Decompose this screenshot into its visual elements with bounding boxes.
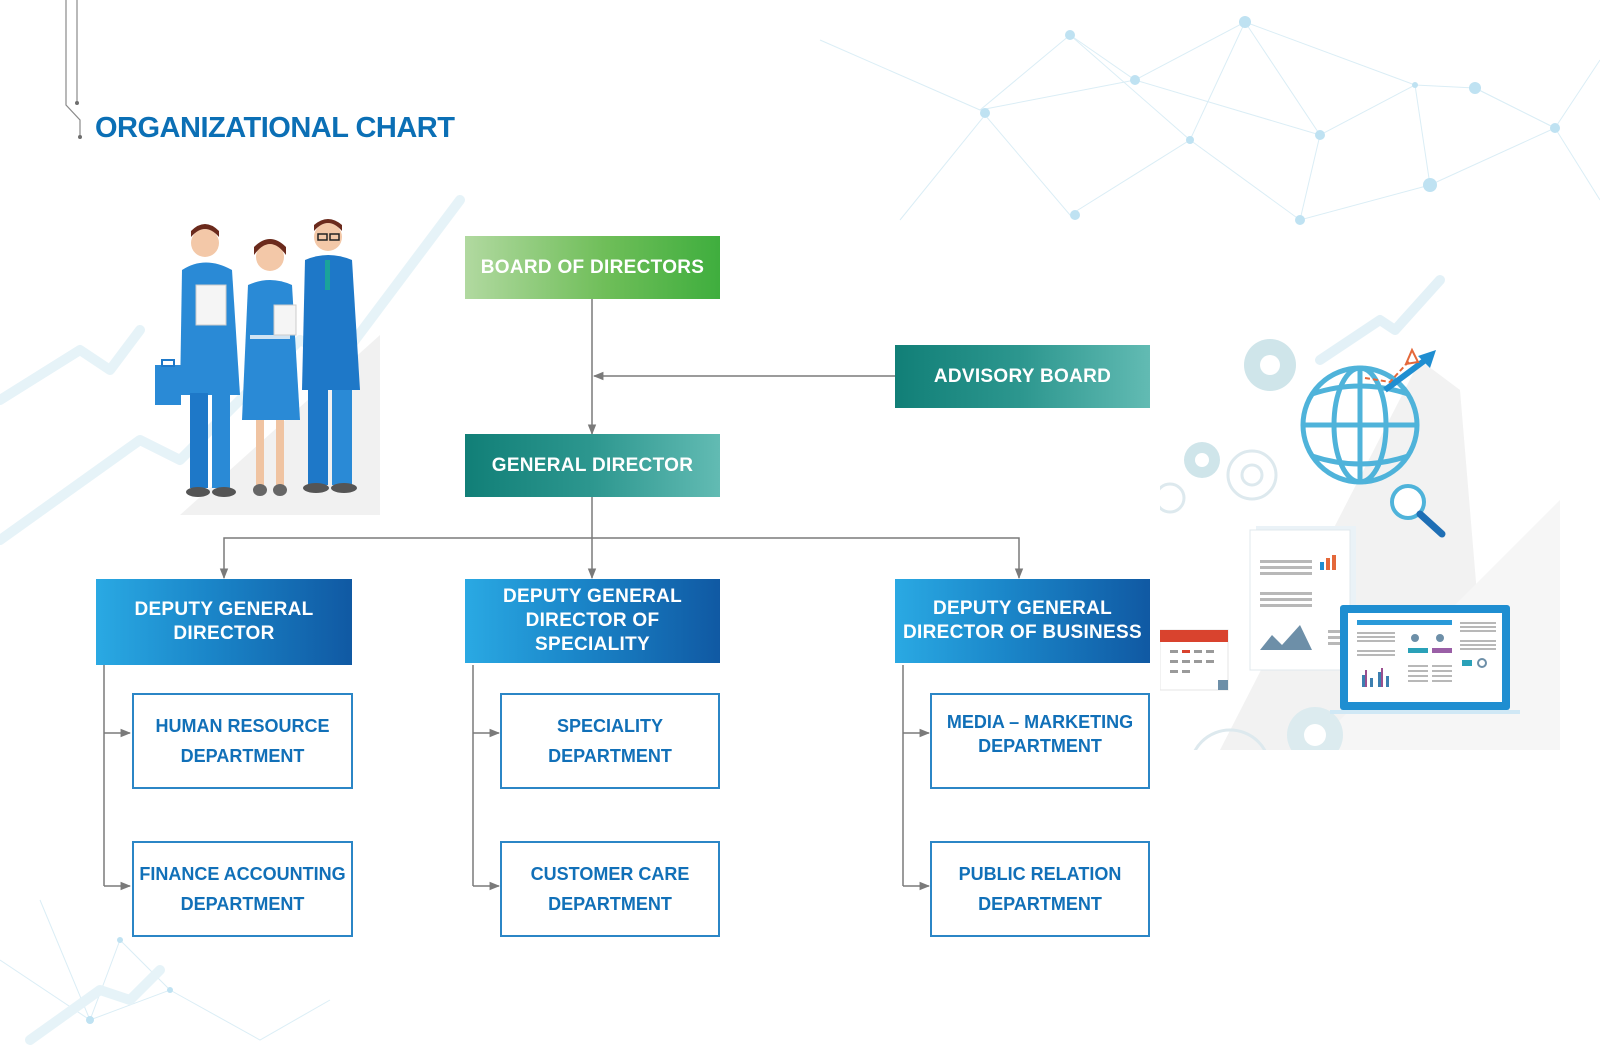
laptop-dashboard-icon (1330, 605, 1520, 714)
dept-label-line: MEDIA – MARKETING (946, 712, 1134, 732)
gear-outline-icon (1160, 449, 1278, 750)
dept-label-line: DEPARTMENT (548, 894, 672, 914)
calendar-icon (1160, 629, 1229, 691)
dept-label-line: DEPARTMENT (548, 746, 672, 766)
page-title: ORGANIZATIONAL CHART (95, 112, 455, 144)
dept-label-line: DEPARTMENT (978, 736, 1102, 756)
dept-human-resource: HUMAN RESOURCE DEPARTMENT (132, 693, 353, 789)
dept-media-marketing: MEDIA – MARKETING DEPARTMENT (930, 693, 1150, 789)
dept-public-relation: PUBLIC RELATION DEPARTMENT (930, 841, 1150, 937)
board-of-directors-label: BOARD OF DIRECTORS (480, 256, 705, 278)
dept-label-line: PUBLIC RELATION (958, 864, 1122, 884)
magnifier-icon (1390, 484, 1446, 538)
advisory-board-label: ADVISORY BOARD (933, 365, 1112, 387)
deputy-label-line: DIRECTOR OF (525, 610, 660, 631)
dept-customer-care: CUSTOMER CARE DEPARTMENT (500, 841, 720, 937)
deputy-label-line: DEPUTY GENERAL (502, 586, 683, 607)
deputy-business-box: DEPUTY GENERAL DIRECTOR OF BUSINESS (895, 579, 1150, 663)
global-business-analytics-illustration (1160, 339, 1560, 750)
deputy-label-line: DEPUTY GENERAL (134, 599, 314, 620)
dept-label-line: DEPARTMENT (180, 894, 305, 914)
business-people-illustration (155, 219, 380, 515)
report-document-icon (1249, 526, 1356, 671)
deputy-label-line: DEPUTY GENERAL (932, 598, 1113, 619)
deputy-label-line: SPECIALITY (535, 634, 650, 655)
board-of-directors-box: BOARD OF DIRECTORS (465, 236, 720, 299)
dept-label-line: CUSTOMER CARE (530, 864, 690, 884)
dept-finance-accounting: FINANCE ACCOUNTING DEPARTMENT (132, 841, 353, 937)
man-with-glasses-figure (302, 219, 360, 493)
dept-label-line: DEPARTMENT (978, 894, 1102, 914)
dept-label-line: HUMAN RESOURCE (155, 716, 330, 736)
deputy-label-line: DIRECTOR (173, 623, 275, 644)
growth-arrow-icon (1364, 347, 1436, 393)
dept-label-line: DEPARTMENT (180, 746, 305, 766)
gear-icon (1287, 707, 1343, 750)
general-director-label: GENERAL DIRECTOR (491, 454, 694, 476)
man-with-briefcase-figure (155, 224, 240, 497)
advisory-board-box: ADVISORY BOARD (895, 345, 1150, 408)
globe-icon (1300, 365, 1420, 485)
dept-label-line: FINANCE ACCOUNTING (139, 864, 346, 884)
woman-figure (242, 239, 300, 496)
gear-icon (1184, 339, 1296, 478)
general-director-box: GENERAL DIRECTOR (465, 434, 720, 497)
dept-label-line: SPECIALITY (556, 716, 663, 736)
deputy-label-line: DIRECTOR OF BUSINESS (903, 622, 1142, 643)
deputy-general-director-box: DEPUTY GENERAL DIRECTOR (96, 579, 352, 665)
deputy-speciality-box: DEPUTY GENERAL DIRECTOR OF SPECIALITY (465, 579, 720, 663)
dept-speciality: SPECIALITY DEPARTMENT (500, 693, 720, 789)
